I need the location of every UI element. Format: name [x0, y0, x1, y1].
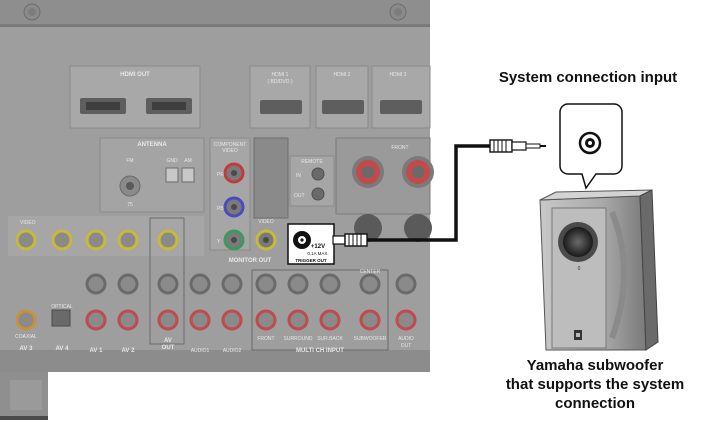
ohm-label: 75: [127, 202, 133, 208]
pb-label: PB: [217, 206, 224, 212]
hdmi-section: HDMI OUT HDMI 1 ( BD/DVD ) HDMI 2 HDMI 3: [69, 65, 431, 129]
remote-in-jack: [311, 167, 325, 181]
subwoofer-caption-line2: that supports the system: [506, 376, 684, 393]
trigger-out-label: TRIGGER OUT: [295, 258, 327, 263]
gnd-terminal: [165, 167, 179, 183]
hdmi1-sub-label: ( BD/DVD ): [268, 79, 293, 85]
subwoofer-logo-mark: 0: [578, 266, 581, 272]
antenna-section: ANTENNA FM 75 GND AM: [99, 137, 205, 213]
front-ch-label: FRONT: [257, 336, 274, 342]
subwoofer-caption-line3: connection: [555, 395, 635, 412]
trigger-voltage-label: +12V: [311, 244, 325, 250]
subwoofer-caption-line1: Yamaha subwoofer: [527, 357, 664, 374]
optical-label: OPTICAL: [51, 304, 73, 310]
component-label: COMPONENT: [214, 142, 247, 148]
av1-label: AV 1: [90, 348, 104, 354]
system-input-callout: [559, 103, 623, 190]
av-out-label-2: OUT: [162, 345, 175, 351]
remote-section: REMOTE IN OUT: [289, 155, 335, 207]
remote-out-jack: [311, 187, 325, 201]
av2-label: AV 2: [122, 348, 136, 354]
audio-out-label-2: OUT: [401, 343, 412, 349]
remote-in-label: IN: [296, 173, 301, 179]
y-label: Y: [217, 239, 221, 245]
audio2-label: AUDIO2: [223, 348, 242, 354]
remote-out-label: OUT: [294, 193, 305, 199]
av-out-label: AV: [164, 338, 172, 344]
subwoofer-ch-label: SUBWOOFER: [354, 336, 387, 342]
video-label: VIDEO: [258, 219, 274, 225]
antenna-label: ANTENNA: [137, 142, 167, 148]
av4-label: AV 4: [56, 346, 70, 352]
trigger-current-label: 0.1A MAX.: [307, 251, 328, 256]
am-label: AM: [184, 158, 192, 164]
monitor-out-label: MONITOR OUT: [229, 258, 272, 264]
hdmi1-port: [260, 100, 302, 114]
surback-label: SUR.BACK: [317, 336, 343, 342]
av-input-section: VIDEO COAXIAL OPTICAL AV 3 AV 4 AV 1 AV …: [8, 216, 417, 354]
trigger-cable: [332, 139, 546, 247]
front-speaker-section: FRONT: [335, 137, 434, 242]
front-speaker-label: FRONT: [391, 145, 408, 151]
multi-ch-section: FRONT SURROUND SUR.BACK SUBWOOFER CENTER…: [251, 269, 414, 354]
center-label: CENTER: [360, 269, 381, 275]
subwoofer: 0: [539, 189, 659, 351]
hdmi2-label: HDMI 2: [334, 72, 351, 78]
hdmi3-label: HDMI 3: [390, 72, 407, 78]
optical-jack: [51, 309, 71, 327]
audio-out-label: AUDIO: [398, 336, 414, 342]
am-terminal: [181, 167, 195, 183]
component-video-section: COMPONENT VIDEO PR PB Y VIDEO MONITOR OU…: [209, 137, 289, 264]
fm-label: FM: [126, 158, 133, 164]
coaxial-jack: [15, 309, 37, 331]
coaxial-label: COAXIAL: [15, 334, 37, 340]
audio1-label: AUDIO1: [191, 348, 210, 354]
trigger-out-section: +12V 0.1A MAX. TRIGGER OUT: [287, 223, 335, 265]
gnd-label: GND: [166, 158, 178, 164]
multi-ch-label: MULTI CH INPUT: [296, 348, 344, 354]
hdmi2-port: [322, 100, 364, 114]
hdmi-out-label: HDMI OUT: [120, 72, 150, 78]
remote-label: REMOTE: [301, 159, 323, 165]
surround-label: SURROUND: [284, 336, 313, 342]
hdmi1-label: HDMI 1: [272, 72, 289, 78]
hdmi3-port: [380, 100, 422, 114]
component-label-2: VIDEO: [222, 148, 238, 154]
video-left-label: VIDEO: [20, 220, 36, 226]
av3-label: AV 3: [20, 346, 34, 352]
system-input-title: System connection input: [499, 69, 677, 86]
pr-label: PR: [217, 172, 224, 178]
